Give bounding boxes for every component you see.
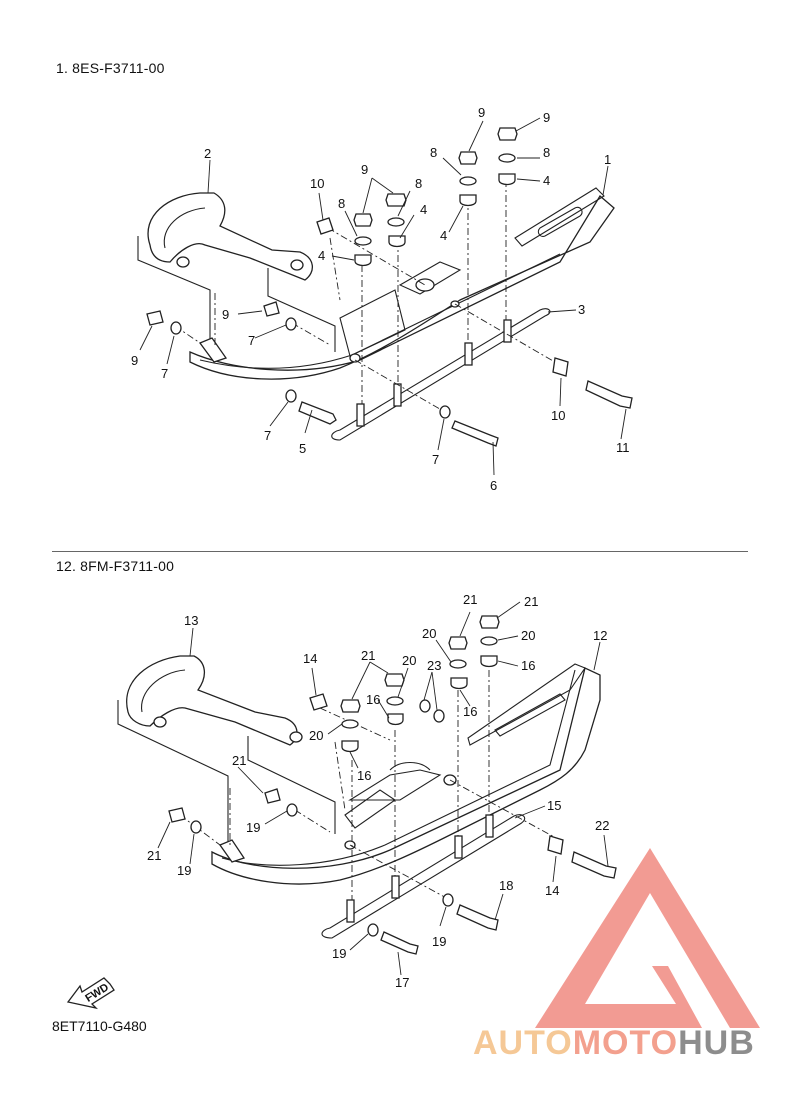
bolt-17 — [380, 931, 419, 955]
callout-19b: 19 — [246, 820, 260, 835]
callouts-1: 1 2 3 4 4 4 4 5 6 7 7 7 7 8 8 8 8 9 9 9 … — [131, 105, 630, 493]
callouts-2: 12 13 14 14 15 16 16 16 16 17 18 19 19 1… — [147, 592, 609, 990]
callout-14b: 14 — [545, 883, 559, 898]
section-1-title: 1. 8ES-F3711-00 — [56, 60, 165, 76]
callout-19d: 19 — [432, 934, 446, 949]
callout-17: 17 — [395, 975, 409, 990]
leaders-2 — [157, 601, 609, 976]
ski-handle-13 — [126, 655, 298, 746]
callout-19a: 19 — [177, 863, 191, 878]
bolt-18 — [456, 904, 499, 931]
callout-7c: 7 — [264, 428, 271, 443]
callout-16b: 16 — [463, 704, 477, 719]
ski-body — [189, 195, 615, 380]
callout-5: 5 — [299, 441, 306, 456]
callout-10a: 10 — [310, 176, 324, 191]
callout-9a: 9 — [543, 110, 550, 125]
document-code: 8ET7110-G480 — [52, 1018, 147, 1034]
callout-8d: 8 — [338, 196, 345, 211]
callout-8a: 8 — [543, 145, 550, 160]
callout-1: 1 — [604, 152, 611, 167]
callout-12: 12 — [593, 628, 607, 643]
section-2-title: 12. 8FM-F3711-00 — [56, 558, 175, 574]
callout-4c: 4 — [420, 202, 427, 217]
watermark-logo: AUTOMOTOHUB — [473, 848, 760, 1062]
callout-23a: 23 — [427, 658, 441, 673]
callout-14a: 14 — [303, 651, 317, 666]
callout-20a: 20 — [521, 628, 535, 643]
callout-21e: 21 — [147, 848, 161, 863]
leaders-1 — [139, 117, 627, 476]
callout-21a: 21 — [524, 594, 538, 609]
callout-18: 18 — [499, 878, 513, 893]
callout-7b: 7 — [248, 333, 255, 348]
callout-15: 15 — [547, 798, 561, 813]
callout-2: 2 — [204, 146, 211, 161]
ski-handle — [147, 192, 313, 281]
ski-assembly-2: 12 13 14 14 15 16 16 16 16 17 18 19 19 1… — [66, 592, 617, 1010]
bolt-11 — [585, 380, 633, 409]
callout-11: 11 — [616, 440, 630, 455]
callout-4a: 4 — [543, 173, 550, 188]
ski-body-12 — [211, 667, 601, 885]
callout-4b: 4 — [440, 228, 447, 243]
callout-20b: 20 — [422, 626, 436, 641]
callout-10b: 10 — [551, 408, 565, 423]
fwd-arrow-icon: FWD — [66, 977, 115, 1010]
svg-text:AUTOMOTOHUB: AUTOMOTOHUB — [473, 1024, 755, 1062]
watermark-triangle — [535, 848, 760, 1028]
callout-7d: 7 — [432, 452, 439, 467]
callout-16a: 16 — [521, 658, 535, 673]
callout-16d: 16 — [357, 768, 371, 783]
callout-21d: 21 — [232, 753, 246, 768]
callout-9b: 9 — [478, 105, 485, 120]
callout-8c: 8 — [415, 176, 422, 191]
bolt-5 — [298, 401, 337, 425]
callout-4d: 4 — [318, 248, 325, 263]
bolt-22 — [571, 851, 617, 879]
callout-21c: 21 — [361, 648, 375, 663]
section-divider — [52, 551, 748, 552]
wear-bar — [331, 308, 551, 441]
callout-6: 6 — [490, 478, 497, 493]
callout-16c: 16 — [366, 692, 380, 707]
bolt-6 — [451, 420, 499, 447]
callout-20d: 20 — [309, 728, 323, 743]
callout-21b: 21 — [463, 592, 477, 607]
callout-9e: 9 — [131, 353, 138, 368]
callout-3: 3 — [578, 302, 585, 317]
callout-9d: 9 — [222, 307, 229, 322]
hardware-set-2 — [168, 615, 617, 955]
callout-19c: 19 — [332, 946, 346, 961]
hardware-set-1 — [146, 127, 633, 447]
callout-7a: 7 — [161, 366, 168, 381]
callout-22: 22 — [595, 818, 609, 833]
wear-bar-15 — [321, 814, 526, 939]
watermark-text-hub: HUB — [678, 1024, 755, 1062]
watermark-text-auto: AUTO — [473, 1024, 573, 1062]
callout-20c: 20 — [402, 653, 416, 668]
callout-8b: 8 — [430, 145, 437, 160]
callout-13: 13 — [184, 613, 198, 628]
watermark-text-moto: MOTO — [573, 1024, 678, 1062]
ski-assembly-1: 1 2 3 4 4 4 4 5 6 7 7 7 7 8 8 8 8 9 9 9 … — [131, 105, 633, 493]
callout-9c: 9 — [361, 162, 368, 177]
